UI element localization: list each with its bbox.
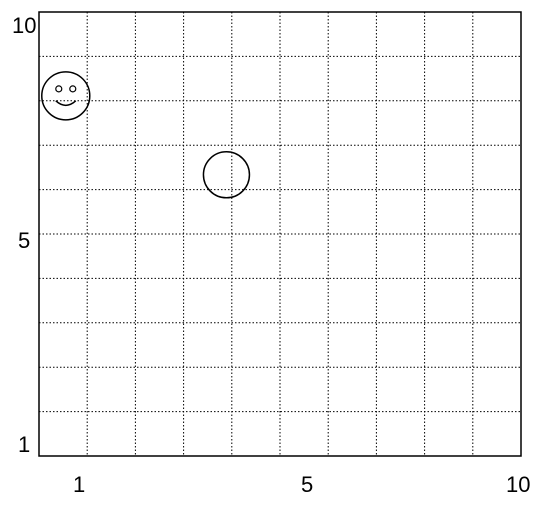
y-tick-label-bottom: 1 [18,432,30,457]
right-eye [69,85,77,93]
smile-mouth [55,100,77,107]
grid-lines [39,12,521,456]
plot-border [38,11,522,457]
y-tick-label-top: 10 [12,13,36,38]
x-tick-label-left: 1 [73,472,85,497]
y-tick-label-mid: 5 [18,228,30,253]
empty-circle-icon [202,151,251,199]
x-tick-label-mid: 5 [301,472,313,497]
left-eye [55,85,63,93]
x-tick-label-right: 10 [506,472,530,497]
smiley-face-icon [41,71,91,121]
